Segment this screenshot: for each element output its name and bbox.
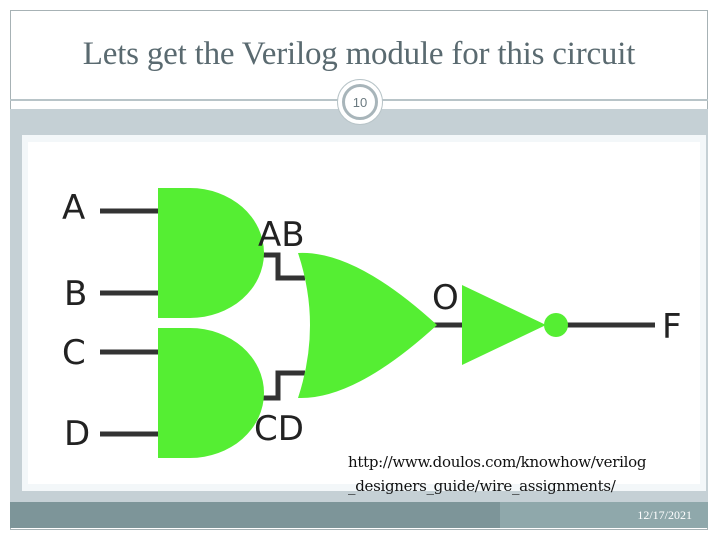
inverter-bubble bbox=[544, 313, 568, 337]
slide-title: Lets get the Verilog module for this cir… bbox=[82, 36, 636, 72]
label-cd: CD bbox=[254, 409, 304, 449]
and-gate-ab bbox=[158, 188, 264, 318]
label-c: C bbox=[62, 333, 86, 373]
and-gate-cd bbox=[158, 328, 264, 458]
footer-band-dark bbox=[10, 502, 500, 528]
label-b: B bbox=[64, 274, 87, 314]
label-a: A bbox=[62, 188, 85, 228]
wire-ab bbox=[258, 252, 305, 281]
reference-url-line-1: http://www.doulos.com/knowhow/verilog bbox=[348, 453, 647, 471]
signal-labels: A B C D AB CD O F bbox=[62, 188, 682, 454]
buffer-gate bbox=[462, 285, 546, 365]
label-f: F bbox=[662, 307, 682, 347]
wire-cd bbox=[258, 370, 305, 401]
slide-number: 10 bbox=[342, 84, 378, 120]
reference-url[interactable]: http://www.doulos.com/knowhow/verilog _d… bbox=[348, 450, 708, 498]
label-d: D bbox=[64, 414, 90, 454]
label-ab: AB bbox=[258, 215, 305, 255]
label-o: O bbox=[432, 278, 459, 318]
gates bbox=[158, 188, 568, 458]
slide-date: 12/17/2021 bbox=[637, 508, 692, 522]
or-gate bbox=[298, 252, 437, 399]
reference-url-line-2: _designers_guide/wire_assignments/ bbox=[348, 477, 616, 495]
